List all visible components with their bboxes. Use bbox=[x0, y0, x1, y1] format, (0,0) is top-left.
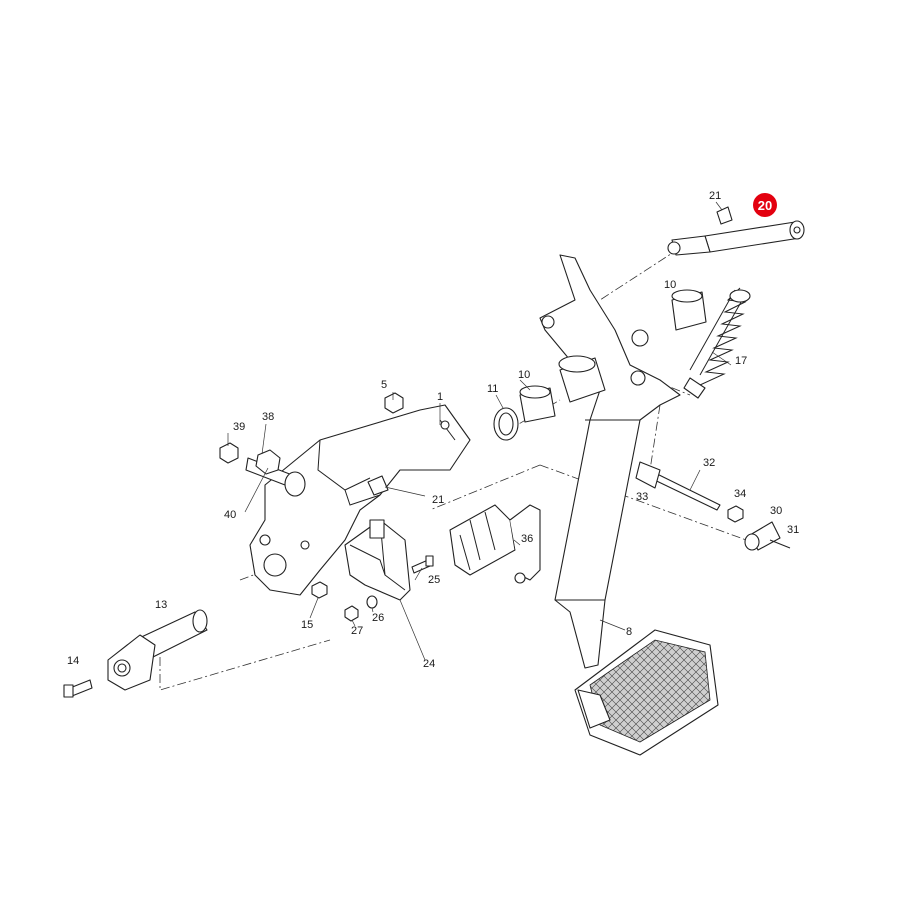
label-38: 38 bbox=[262, 411, 274, 423]
label-5: 5 bbox=[381, 379, 387, 391]
switch-bracket-part[interactable] bbox=[344, 519, 411, 601]
label-27: 27 bbox=[351, 625, 363, 637]
bushing-part-upper[interactable] bbox=[671, 289, 707, 331]
screw-part-25[interactable] bbox=[411, 555, 434, 574]
label-14: 14 bbox=[67, 655, 79, 667]
pedal-hub-part[interactable] bbox=[558, 355, 606, 403]
label-21-lower: 21 bbox=[432, 494, 444, 506]
label-15: 15 bbox=[301, 619, 313, 631]
label-25: 25 bbox=[428, 574, 440, 586]
highlight-callout-20[interactable]: 20 bbox=[753, 193, 777, 217]
bushing-part-lower[interactable] bbox=[519, 385, 556, 423]
bolt-part-14[interactable] bbox=[63, 679, 93, 698]
cotter-pin-part-31[interactable] bbox=[769, 539, 791, 549]
nut-part-5[interactable] bbox=[384, 392, 404, 414]
mounting-bracket-part[interactable] bbox=[249, 404, 471, 596]
nut-part-34[interactable] bbox=[727, 505, 744, 523]
clevis-part-30[interactable] bbox=[744, 521, 781, 551]
nut-part-27[interactable] bbox=[344, 605, 359, 622]
nut-part-39[interactable] bbox=[219, 442, 239, 464]
label-10-lower: 10 bbox=[518, 369, 530, 381]
label-34: 34 bbox=[734, 488, 746, 500]
label-17: 17 bbox=[735, 355, 747, 367]
shaft-part[interactable] bbox=[107, 609, 208, 691]
label-31: 31 bbox=[787, 524, 799, 536]
pedal-arm-part[interactable] bbox=[539, 254, 681, 669]
pedal-pad-part[interactable] bbox=[574, 629, 719, 756]
label-21-upper: 21 bbox=[709, 190, 721, 202]
pivot-pin-part[interactable] bbox=[667, 220, 805, 256]
return-spring-part[interactable] bbox=[683, 287, 751, 399]
label-33: 33 bbox=[636, 491, 648, 503]
label-13: 13 bbox=[155, 599, 167, 611]
washer-part-26[interactable] bbox=[366, 595, 378, 609]
label-24: 24 bbox=[423, 658, 435, 670]
label-8: 8 bbox=[626, 626, 632, 638]
label-36: 36 bbox=[521, 533, 533, 545]
label-39: 39 bbox=[233, 421, 245, 433]
label-26: 26 bbox=[372, 612, 384, 624]
label-1: 1 bbox=[437, 391, 443, 403]
washer-part[interactable] bbox=[493, 407, 519, 441]
push-rod-part[interactable] bbox=[635, 461, 721, 511]
clip-part-lower[interactable] bbox=[367, 475, 389, 496]
label-10-upper: 10 bbox=[664, 279, 676, 291]
clip-part[interactable] bbox=[716, 206, 733, 225]
connector-part[interactable] bbox=[449, 504, 541, 584]
nut-part-15[interactable] bbox=[311, 581, 328, 599]
label-40: 40 bbox=[224, 509, 236, 521]
label-32: 32 bbox=[703, 457, 715, 469]
stop-bolt-part[interactable] bbox=[245, 449, 306, 497]
label-30: 30 bbox=[770, 505, 782, 517]
part-number-labels: 1 5 8 10 10 11 13 14 15 17 21 21 24 25 2… bbox=[67, 190, 799, 670]
label-20: 20 bbox=[758, 198, 772, 213]
highlight-marker bbox=[753, 193, 777, 217]
label-11: 11 bbox=[487, 383, 498, 395]
leader-lines bbox=[227, 201, 732, 661]
